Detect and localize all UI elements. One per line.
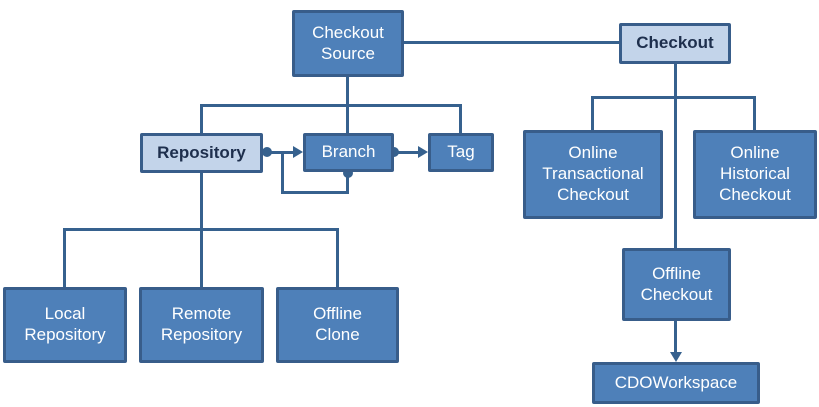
node-online-historical-checkout: Online Historical Checkout bbox=[693, 130, 817, 219]
node-label: Offline Checkout bbox=[640, 263, 713, 304]
node-repository: Repository bbox=[140, 133, 263, 173]
node-cdo-workspace: CDOWorkspace bbox=[592, 362, 760, 404]
arrowhead-into-branch bbox=[293, 146, 303, 158]
connector-tree1-drop-branch bbox=[346, 104, 349, 133]
connector-tree3-rail bbox=[591, 96, 756, 99]
node-tag: Tag bbox=[428, 133, 494, 172]
connector-tree1-drop-repository bbox=[200, 104, 203, 133]
node-label: Local Repository bbox=[24, 304, 106, 344]
connector-tree3-drop-transactional bbox=[591, 96, 594, 130]
node-label: Offline Clone bbox=[313, 304, 362, 344]
connector-tree3-drop-historical bbox=[753, 96, 756, 130]
connector-tree3-drop-offline bbox=[674, 96, 677, 248]
connector-offline-cdoworkspace bbox=[674, 320, 677, 353]
connector-tree2-drop-remote bbox=[200, 228, 203, 287]
connector-branch-loop-right bbox=[346, 173, 349, 194]
node-offline-checkout: Offline Checkout bbox=[622, 248, 731, 321]
connector-branch-loop-left bbox=[281, 152, 284, 194]
node-online-transactional-checkout: Online Transactional Checkout bbox=[523, 130, 663, 219]
arrowhead-into-cdoworkspace bbox=[670, 352, 682, 362]
node-label: Checkout Source bbox=[312, 22, 384, 63]
connector-branch-loop-bottom bbox=[281, 191, 349, 194]
node-label: Tag bbox=[447, 142, 475, 162]
connector-tree1-drop-tag bbox=[459, 104, 462, 133]
node-label: Checkout bbox=[636, 33, 714, 53]
node-label: Online Historical Checkout bbox=[719, 143, 791, 204]
node-branch: Branch bbox=[303, 133, 394, 172]
node-checkout-source: Checkout Source bbox=[292, 10, 404, 77]
node-label: Branch bbox=[321, 142, 376, 162]
arrowhead-into-tag bbox=[418, 146, 428, 158]
connector-source-to-checkout bbox=[404, 41, 620, 44]
connector-tree2-drop-local bbox=[63, 228, 66, 287]
node-offline-clone: Offline Clone bbox=[276, 287, 399, 363]
connector-checkout-stem bbox=[674, 63, 677, 99]
node-label: Repository bbox=[157, 142, 246, 162]
connector-source-stem bbox=[346, 76, 349, 107]
connector-tree1-rail bbox=[200, 104, 462, 107]
node-local-repository: Local Repository bbox=[3, 287, 127, 363]
node-checkout: Checkout bbox=[619, 23, 731, 64]
node-label: Remote Repository bbox=[160, 304, 243, 344]
connector-tree2-drop-clone bbox=[336, 228, 339, 287]
node-label: Online Transactional Checkout bbox=[542, 143, 644, 204]
connector-branch-tag bbox=[394, 151, 418, 154]
node-label: CDOWorkspace bbox=[614, 372, 738, 392]
node-remote-repository: Remote Repository bbox=[139, 287, 264, 363]
connector-repository-stem bbox=[200, 172, 203, 231]
